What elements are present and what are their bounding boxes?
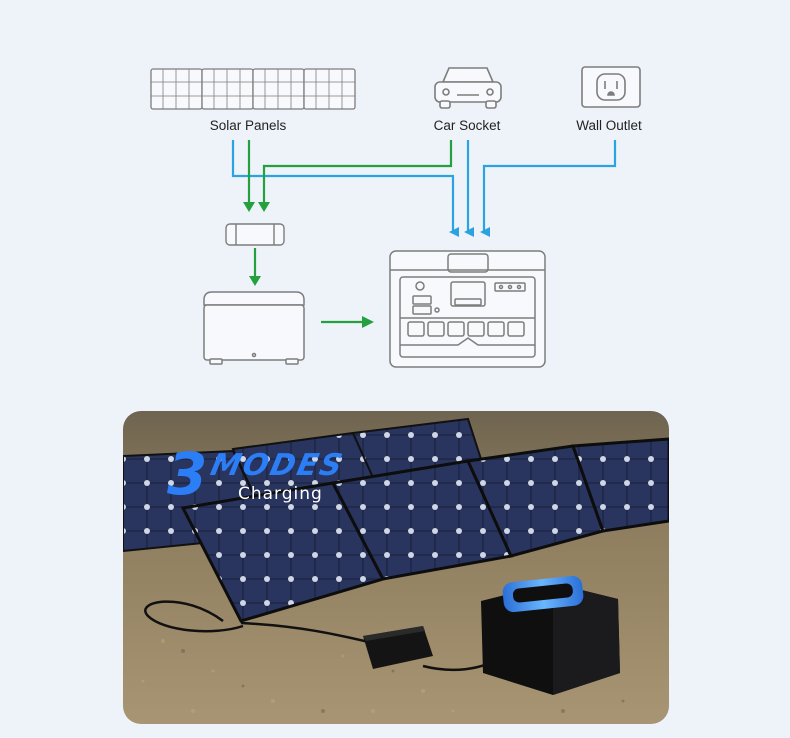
product-photo: 3 MODES Charging [123,411,669,724]
photo-charge-controller [363,626,433,669]
modes-subtitle: Charging [238,484,323,504]
power-station-small-icon [203,291,305,365]
modes-word: MODES [207,448,348,483]
modes-number: 3 [167,440,207,508]
car-icon [434,67,502,109]
solar-array-front [180,437,669,623]
wall-outlet-icon [581,66,641,108]
diagram-canvas [150,66,641,368]
photo-power-station [481,575,620,695]
charge-controller-icon [225,223,285,246]
car-socket-label: Car Socket [433,118,501,133]
modes-heading: 3 MODES [167,440,348,508]
power-station-main-icon [389,250,546,368]
blue-flow-lines [231,140,617,237]
green-flow-lines [243,140,453,328]
wall-outlet-label: Wall Outlet [576,118,642,133]
charging-diagram: Solar Panels Car Socket Wall Outlet [150,66,642,368]
photo-scene [123,411,669,724]
solar-panel-icon [150,68,356,110]
solar-panels-label: Solar Panels [209,118,287,133]
